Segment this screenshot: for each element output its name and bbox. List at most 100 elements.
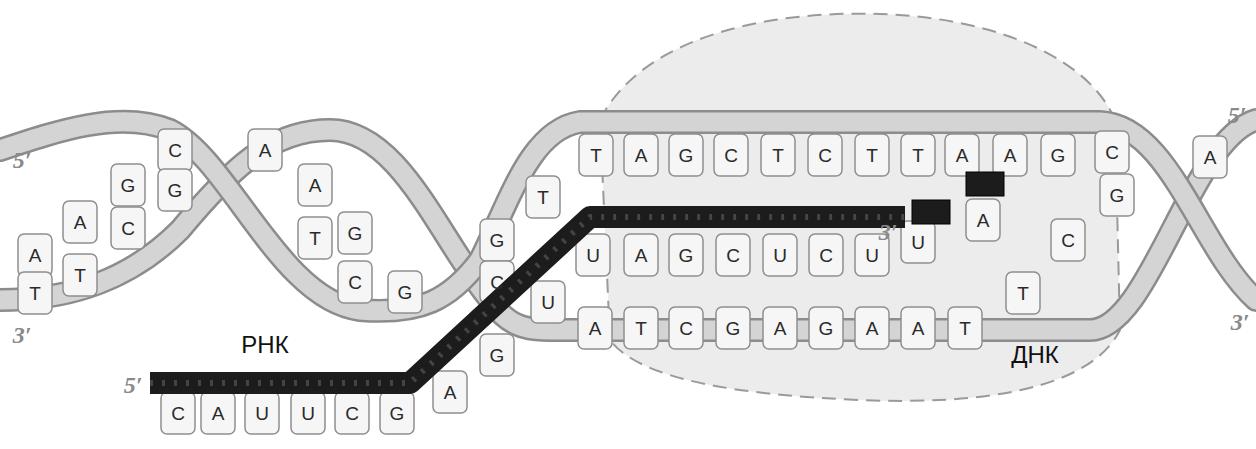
nucleotide-tile [579,134,613,176]
nucleotide-tile [901,134,935,176]
nucleotide-letter: A [635,246,648,265]
nucleotide-letter: C [679,319,693,338]
nucleotide-letter: G [398,283,413,302]
nucleotide-tile [63,254,97,296]
nucleotide-tile [201,392,235,434]
nucleotide-letter: A [774,319,787,338]
nucleotide-letter: A [635,146,648,165]
nucleotide-letter: C [121,219,135,238]
nucleotide-letter: C [168,141,182,160]
nucleotide-letter: A [1004,146,1017,165]
nucleotide-letter: A [444,383,457,402]
nucleotide-tile [388,271,422,313]
nucleotide-tile [335,392,369,434]
nucleotide-tile [763,307,797,349]
strand-end-label: 5′ [124,373,143,397]
nucleotide-tile [1193,136,1227,178]
nucleotide-letter: G [490,346,505,365]
nucleotide-tile [338,261,372,303]
nucleotide-tile [948,307,982,349]
nucleotide-tile [380,392,414,434]
rna-strand [150,217,905,383]
nucleotide-tile [669,134,703,176]
nucleotide-tile [1051,219,1085,261]
nucleotide-letter: U [865,246,879,265]
nucleotide-tile [1041,134,1075,176]
nucleotide-tile [714,134,748,176]
strand-name: РНК [241,333,288,357]
nucleotide-letter: G [1051,146,1066,165]
nucleotide-letter: T [912,146,924,165]
nucleotide-tile [158,169,192,211]
nucleotide-tile [624,134,658,176]
nucleotide-letter: C [348,273,362,292]
nucleotide-letter: G [168,181,183,200]
nucleotide-tile [158,129,192,171]
nucleotide-letter: G [490,231,505,250]
nucleotide-letter: A [212,404,225,423]
nucleotide-tile [433,371,467,413]
nucleotide-letter: A [74,213,87,232]
nucleotide-letter: A [977,211,990,230]
nucleotide-letter: U [773,246,787,265]
nucleotide-tile [855,307,889,349]
nucleotide-tile [526,176,560,218]
nucleotide-tile [763,234,797,276]
nucleotide-tile [18,234,52,276]
nucleotide-tile [945,134,979,176]
nucleotide-tile [855,134,889,176]
nucleotide-letter: G [679,146,694,165]
nucleotide-tile [291,392,325,434]
nucleotide-letter: A [866,319,879,338]
nucleotide-letter: T [537,188,549,207]
nucleotide-tile [161,392,195,434]
nucleotide-tile [809,234,843,276]
nucleotide-tile [578,307,612,349]
strand-name: ДНК [1011,343,1059,367]
nucleotide-letter: T [866,146,878,165]
strand-end-label: 5′ [13,148,32,172]
nucleotide-letter: G [1110,186,1125,205]
nucleotide-tile [993,134,1027,176]
nucleotide-tile [669,234,703,276]
nucleotide-tile [18,272,52,314]
incoming-nucleotide [966,172,1004,196]
nucleotide-letter: C [818,146,832,165]
nucleotide-tile [809,307,843,349]
nucleotide-letter: T [635,319,647,338]
nucleotide-tile [63,201,97,243]
nucleotide-tile [624,307,658,349]
nucleotide-letter: A [309,176,322,195]
nucleotide-tile [901,307,935,349]
nucleotide-tile [716,234,750,276]
nucleotide-tile [624,234,658,276]
rna-texture [150,217,905,383]
nucleotide-tile [669,307,703,349]
nucleotide-tile [901,221,935,263]
strand-end-label: 3′ [13,323,32,347]
nucleotide-letter: G [726,319,741,338]
nucleotide-letter: A [589,319,602,338]
nucleotide-letter: T [590,146,602,165]
nucleotide-letter: T [29,284,41,303]
nucleotide-letter: T [309,229,321,248]
nucleotide-letter: C [490,273,504,292]
nucleotide-letter: U [541,293,555,312]
nucleotide-letter: T [772,146,784,165]
nucleotide-tile [338,212,372,254]
nucleotide-tile [1100,174,1134,216]
nucleotide-letter: U [586,246,600,265]
nucleotide-tile [480,334,514,376]
nucleotide-tile [111,164,145,206]
nucleotide-tile [1006,272,1040,314]
nucleotide-letter: T [74,266,86,285]
nucleotide-tile [480,219,514,261]
nucleotide-letter: C [171,404,185,423]
nucleotide-tile [576,234,610,276]
nucleotide-tile [966,199,1000,241]
nucleotide-letter: A [259,141,272,160]
rna-new-nucleotide [912,200,950,224]
nucleotide-letter: C [1061,231,1075,250]
